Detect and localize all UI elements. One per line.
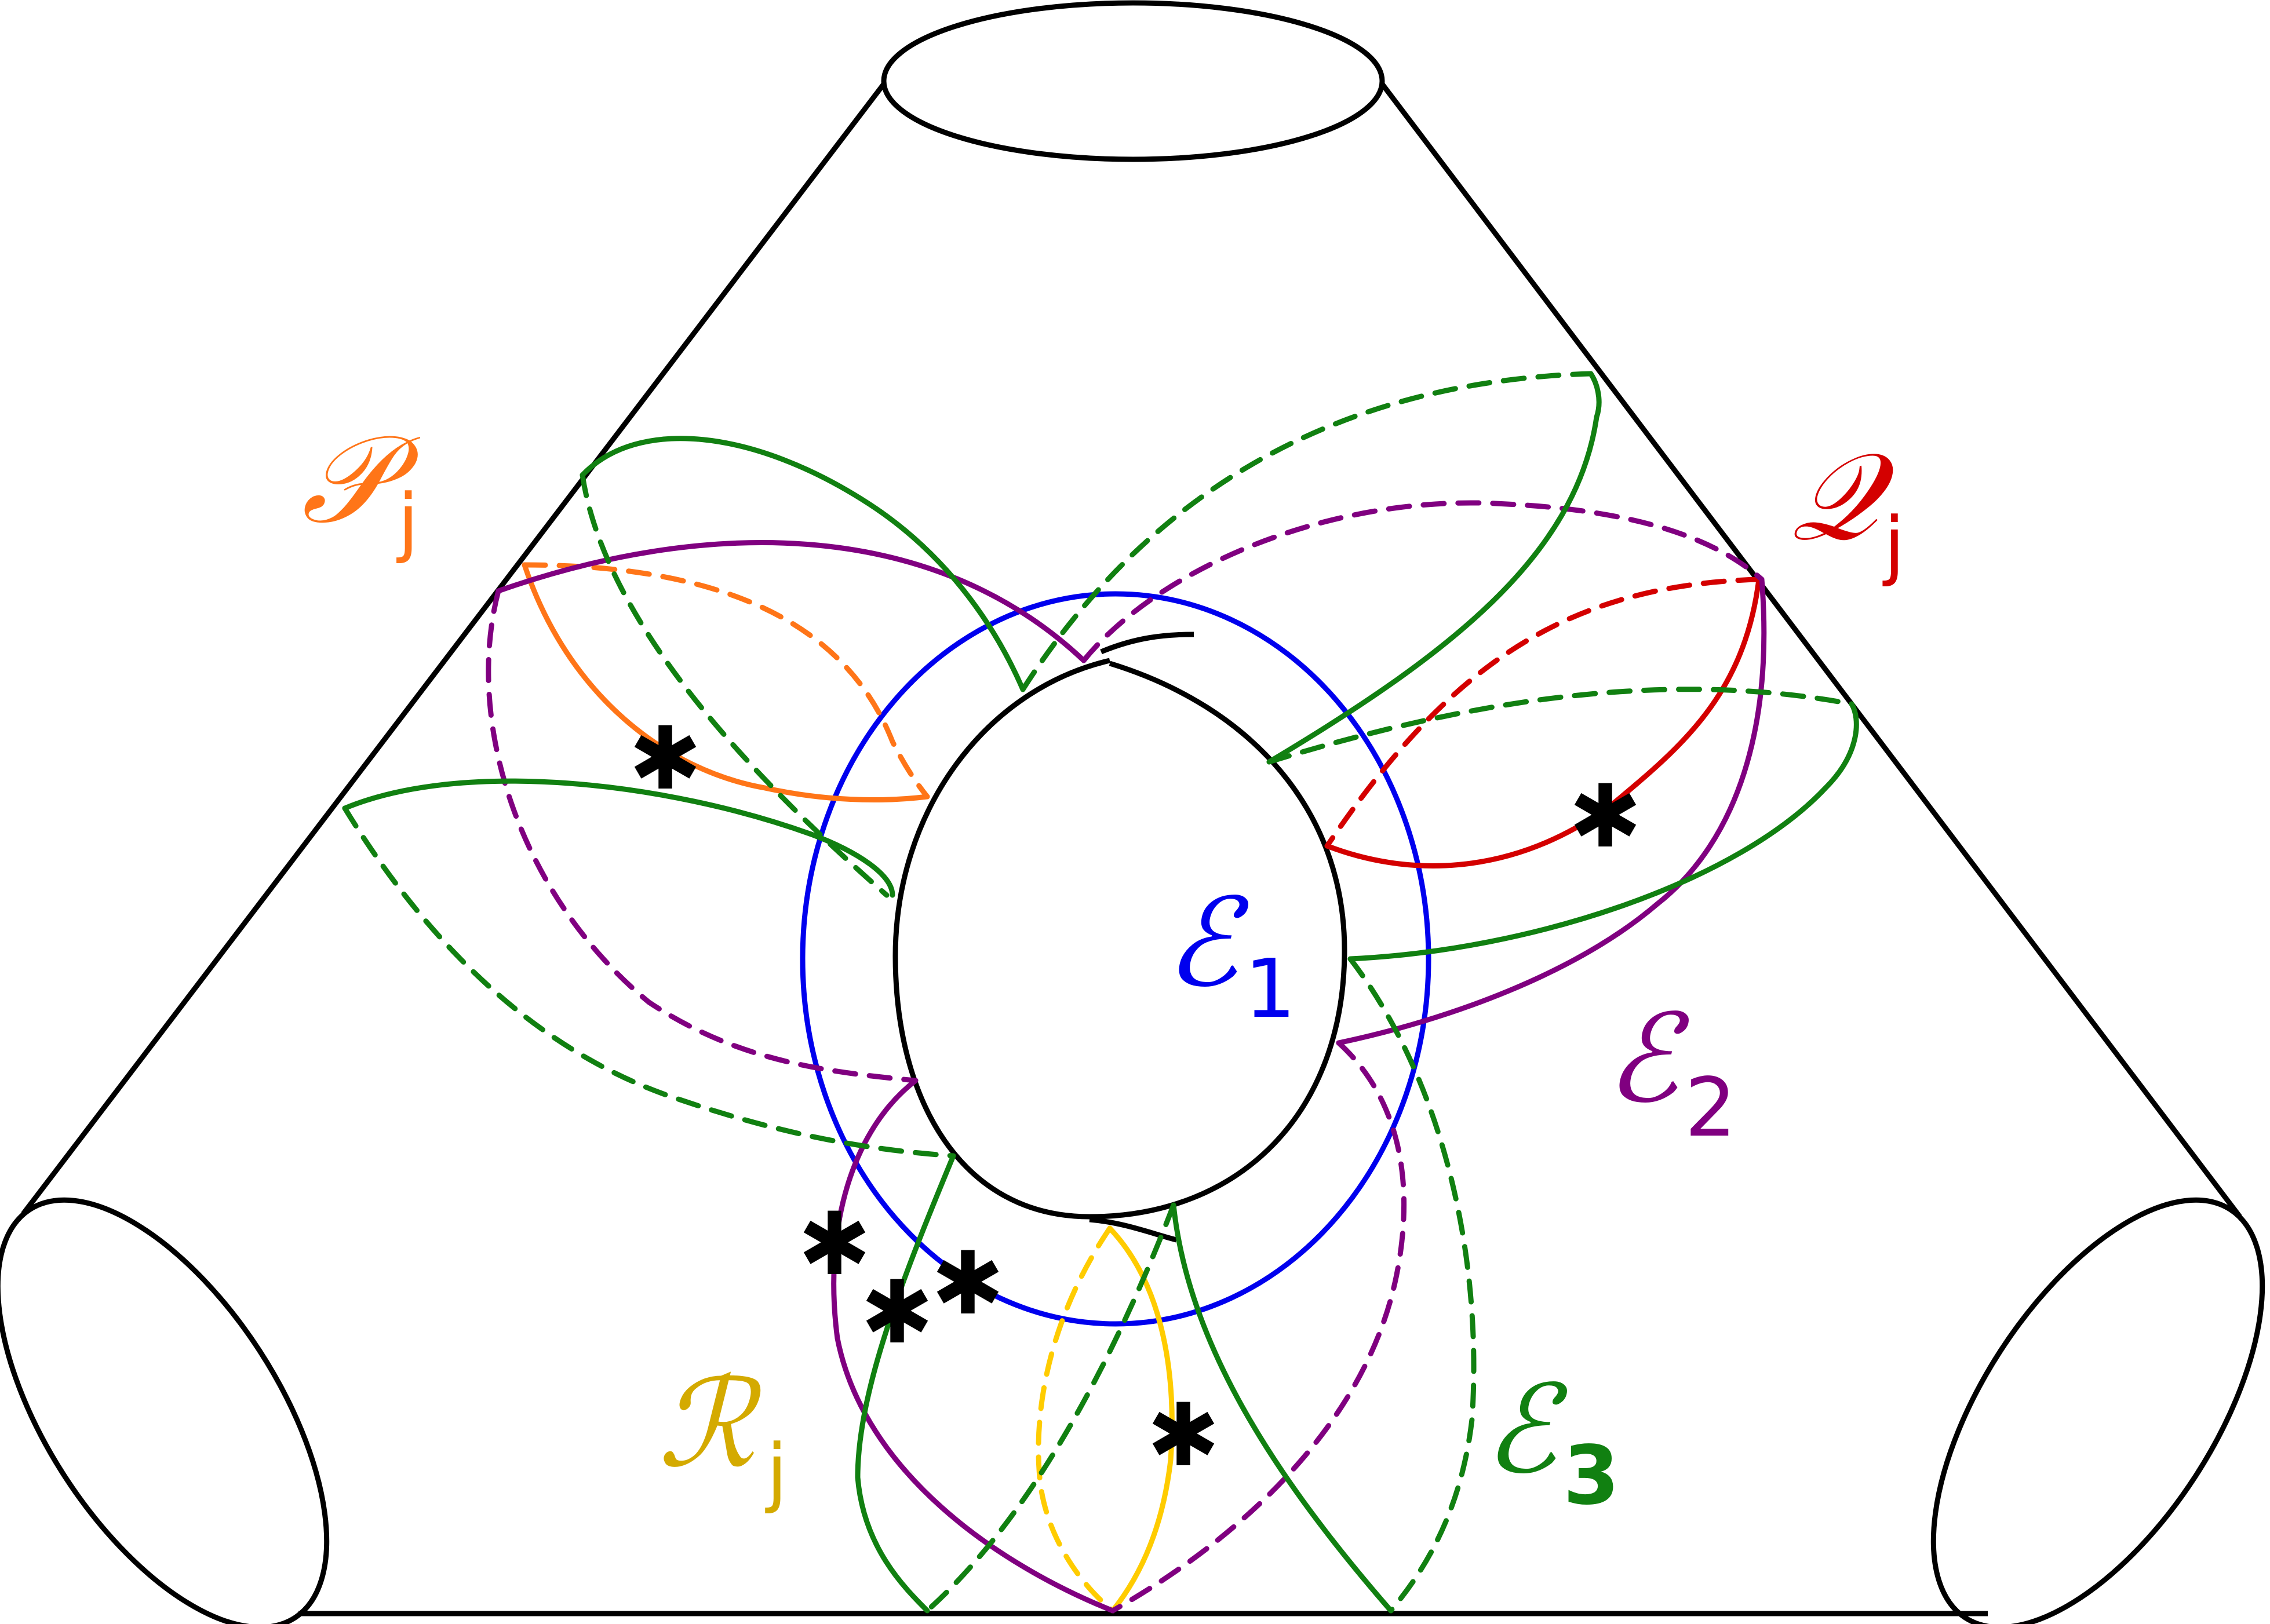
curve-e3-dashed-right-lower (1347, 956, 1477, 1614)
hole-top-tail (1100, 632, 1194, 655)
top-boundary-circle (881, 0, 1385, 162)
curve-e3-solid-lower-left (855, 1153, 956, 1614)
label-r-j-main: ℛ (658, 1353, 762, 1495)
curve-e3-solid-left (342, 778, 895, 898)
label-e1-main: ℰ (1165, 872, 1249, 1014)
curve-e3-solid-lower-right (1171, 1202, 1394, 1614)
right-boundary-circle (1930, 1197, 2265, 1624)
curve-e2-solid-right (1336, 576, 1767, 1046)
left-side-edge (21, 82, 886, 1216)
curve-e3-dashed-right-upper (1266, 687, 1854, 765)
curve-e2-solid-upper (495, 540, 1087, 663)
curve-q-j (1324, 576, 1762, 868)
curve-r-j-dashed (1036, 1225, 1116, 1614)
marker-set: ✱ ✱ ✱ ✱ ✱ ✱ (629, 709, 1642, 1486)
curve-e2-dashed-top (1081, 500, 1765, 663)
curve-e3-solid-right (1347, 701, 1859, 962)
marker-asterisk: ✱ (1147, 1385, 1220, 1486)
marker-asterisk: ✱ (629, 709, 702, 809)
hole-bottom-tail (1089, 1217, 1178, 1243)
marker-asterisk: ✱ (861, 1262, 934, 1363)
curve-e2-dashed-bottom (1110, 1040, 1407, 1614)
right-side-edge (1380, 82, 2242, 1218)
curve-p-j-dashed (522, 562, 930, 800)
label-e2-sub: 2 (1685, 1061, 1736, 1155)
label-q-j-main: 𝒬 (1791, 426, 1895, 568)
label-e3: ℰ3 (1484, 1359, 1620, 1523)
label-p-j-sub: j (396, 477, 418, 565)
hole-boundary (892, 658, 1347, 1220)
curve-r-j (1036, 1225, 1175, 1614)
curve-r-j-solid (1107, 1225, 1175, 1614)
curve-e3-dashed-top (1020, 371, 1594, 692)
label-q-j-sub: j (1882, 501, 1905, 589)
marker-asterisk: ✱ (798, 1194, 871, 1295)
curve-e3-dashed-left (342, 805, 956, 1159)
curve-q-j-solid (1324, 576, 1762, 868)
curve-p-j (522, 562, 930, 802)
label-e3-sub: 3 (1563, 1429, 1619, 1523)
curve-e3-solid-upper-right (1266, 371, 1602, 765)
label-e2: ℰ2 (1605, 988, 1736, 1155)
curve-e2-dashed-left (486, 588, 919, 1083)
marker-asterisk: ✱ (1569, 767, 1642, 867)
curve-q-j-dashed (1324, 576, 1762, 849)
label-q-j: 𝒬j (1791, 426, 1905, 589)
label-e1-sub: 1 (1244, 942, 1296, 1037)
marker-asterisk: ✱ (931, 1233, 1004, 1334)
curve-e3 (342, 371, 1859, 1614)
label-r-j-sub: j (765, 1428, 788, 1516)
curve-e3-dashed-upper-left (580, 472, 890, 898)
label-e2-main: ℰ (1605, 988, 1690, 1130)
label-e3-main: ℰ (1484, 1359, 1568, 1501)
curve-e2 (486, 500, 1767, 1614)
central-hole (892, 632, 1347, 1243)
left-boundary-circle (0, 1197, 330, 1624)
curve-p-j-solid (522, 562, 930, 802)
curve-e1 (800, 591, 1431, 1327)
curve-e2-solid-lower (831, 1078, 1116, 1614)
curve-e3-solid-upper-left (580, 436, 1026, 692)
label-e1: ℰ1 (1165, 872, 1296, 1037)
